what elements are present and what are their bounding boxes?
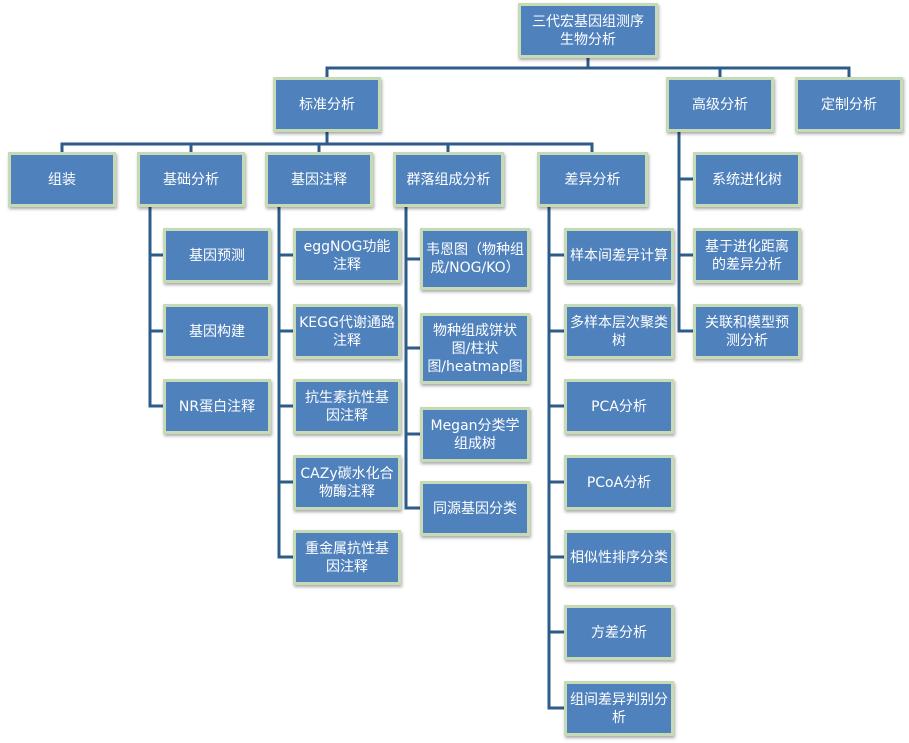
node-difference-analysis: 差异分析 <box>537 152 648 207</box>
node-sample-difference: 样本间差异计算 <box>564 228 674 283</box>
node-advanced-analysis: 高级分析 <box>666 77 774 132</box>
node-pcoa-analysis: PCoA分析 <box>564 455 674 510</box>
node-basic-analysis: 基础分析 <box>137 152 245 207</box>
node-cazy-annotation: CAZy碳水化合物酶注释 <box>293 455 401 510</box>
node-eggnog-annotation: eggNOG功能注释 <box>293 228 401 283</box>
node-gene-prediction: 基因预测 <box>163 228 271 283</box>
node-evolutionary-distance: 基于进化距离的差异分析 <box>693 228 801 283</box>
node-custom-analysis: 定制分析 <box>795 77 903 132</box>
node-phylogenetic-tree: 系统进化树 <box>693 152 801 207</box>
node-gene-annotation: 基因注释 <box>265 152 373 207</box>
node-hierarchical-clustering: 多样本层次聚类树 <box>564 304 674 359</box>
root-node: 三代宏基因组测序 生物分析 <box>518 3 658 58</box>
node-variance-analysis: 方差分析 <box>564 605 674 660</box>
node-standard-analysis: 标准分析 <box>273 77 381 132</box>
node-heavy-metal-annotation: 重金属抗性基因注释 <box>293 530 401 585</box>
node-group-discrimination: 组间差异判别分析 <box>564 681 674 736</box>
node-antibiotic-annotation: 抗生素抗性基因注释 <box>293 379 401 434</box>
node-venn-diagram: 韦恩图（物种组成/NOG/KO） <box>420 228 530 290</box>
node-similarity-ordination: 相似性排序分类 <box>564 530 674 585</box>
node-kegg-annotation: KEGG代谢通路注释 <box>293 304 401 359</box>
node-nr-annotation: NR蛋白注释 <box>163 379 271 434</box>
node-megan-tree: Megan分类学组成树 <box>420 407 530 462</box>
node-pca-analysis: PCA分析 <box>564 379 674 434</box>
node-correlation-model: 关联和模型预测分析 <box>693 304 801 359</box>
node-gene-construction: 基因构建 <box>163 304 271 359</box>
node-homologous-gene-classification: 同源基因分类 <box>420 481 530 536</box>
node-composition-charts: 物种组成饼状图/柱状图/heatmap图 <box>420 313 530 384</box>
node-community-analysis: 群落组成分析 <box>393 152 504 207</box>
node-assembly: 组装 <box>8 152 116 207</box>
